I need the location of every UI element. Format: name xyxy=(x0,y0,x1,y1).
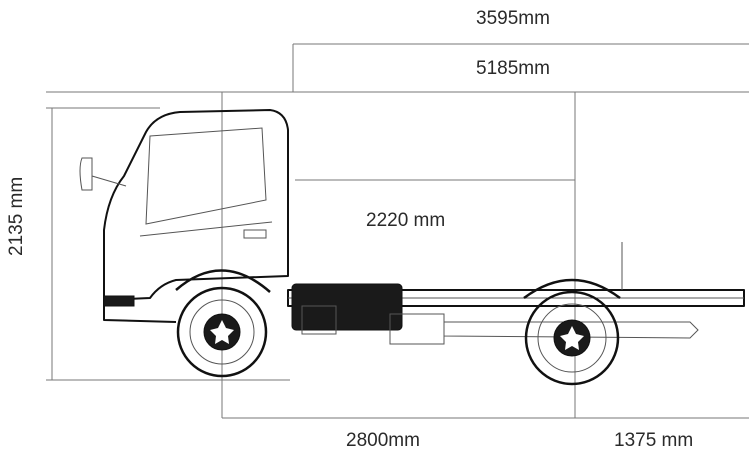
wheelbase-label: 2800mm xyxy=(346,430,420,451)
cab-door-line xyxy=(139,221,273,237)
rear-wheel xyxy=(523,278,621,386)
rear-rim xyxy=(537,303,607,373)
cab-window xyxy=(145,127,267,225)
battery-box xyxy=(301,305,337,335)
mirror-arm xyxy=(91,175,127,187)
rear-overhang-label: 1375 mm xyxy=(614,430,694,451)
dimension-lines xyxy=(46,43,749,419)
body-length-label: 2220 mm xyxy=(366,210,446,231)
front-rim xyxy=(189,299,255,365)
door-handle xyxy=(243,229,267,239)
engine-block xyxy=(291,283,403,331)
headlight-block xyxy=(103,295,135,307)
front-wheel xyxy=(176,286,268,378)
front-tire xyxy=(176,286,268,378)
side-mirror xyxy=(79,157,93,191)
front-hub-star xyxy=(210,320,234,344)
rear-tire xyxy=(524,290,620,386)
rear-wheel-arch xyxy=(523,278,621,300)
overall-top-dimension-label: 3595mm xyxy=(476,8,550,29)
chassis-frame xyxy=(287,242,745,345)
rear-hub-star xyxy=(560,326,584,350)
exhaust-pipe xyxy=(443,321,699,339)
front-wheel-arch xyxy=(175,269,271,293)
cab xyxy=(79,109,289,323)
cab-outline xyxy=(103,109,289,301)
height-label: 2135 mm xyxy=(6,176,27,256)
overall-second-dimension-label: 5185mm xyxy=(476,58,550,79)
